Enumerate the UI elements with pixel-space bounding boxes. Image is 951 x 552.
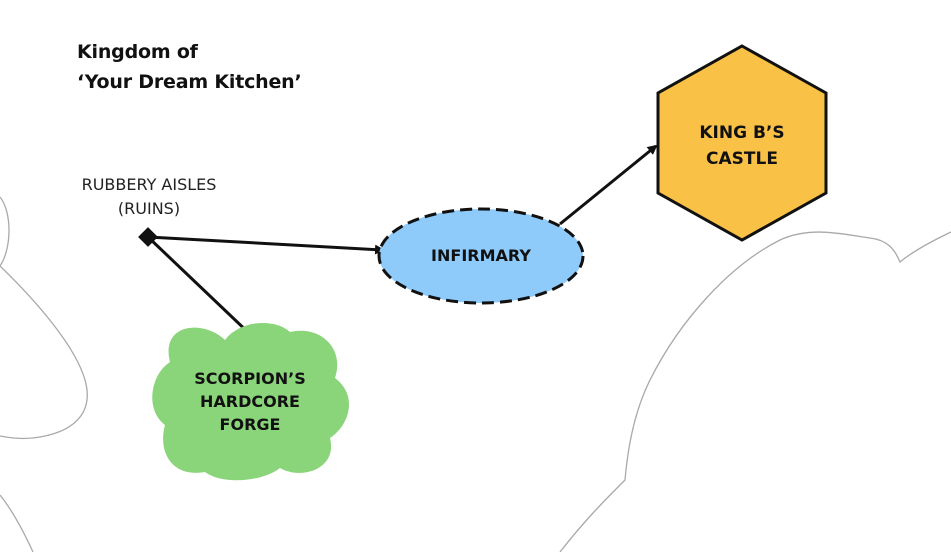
castle-label: KING B’S CASTLE: [662, 120, 822, 172]
map-title-line2: ‘Your Dream Kitchen’: [77, 71, 302, 93]
infirmary-ellipse: [377, 207, 585, 305]
waypoint-label-line2: (RUINS): [117, 199, 181, 218]
map-title: Kingdom of ‘Your Dream Kitchen’: [77, 37, 302, 97]
route-aisles-to-infirmary: [147, 235, 385, 255]
route-infirmary-to-castle: [559, 144, 658, 226]
infirmary-label-text: INFIRMARY: [431, 246, 531, 265]
castle-label-line2: CASTLE: [706, 149, 778, 169]
coastline-left: [0, 196, 88, 440]
waypoint-label-line1: RUBBERY AISLES: [81, 175, 217, 194]
forge-label: SCORPION’S HARDCORE FORGE: [160, 367, 340, 436]
map-title-line1: Kingdom of: [77, 41, 198, 63]
infirmary-label: INFIRMARY: [391, 244, 571, 267]
coastline-left-bottom: [0, 494, 34, 552]
forge-label-line3: FORGE: [219, 415, 281, 434]
waypoint-label: RUBBERY AISLES (RUINS): [58, 173, 240, 221]
forge-label-line2: HARDCORE: [200, 392, 300, 411]
forge-label-line1: SCORPION’S: [194, 369, 306, 388]
coastline-right: [559, 231, 951, 552]
castle-hexagon: [656, 44, 828, 242]
castle-label-line1: KING B’S: [699, 123, 785, 143]
route-aisles-to-forge: [146, 235, 255, 339]
forge-cloud-shape: [152, 322, 349, 481]
